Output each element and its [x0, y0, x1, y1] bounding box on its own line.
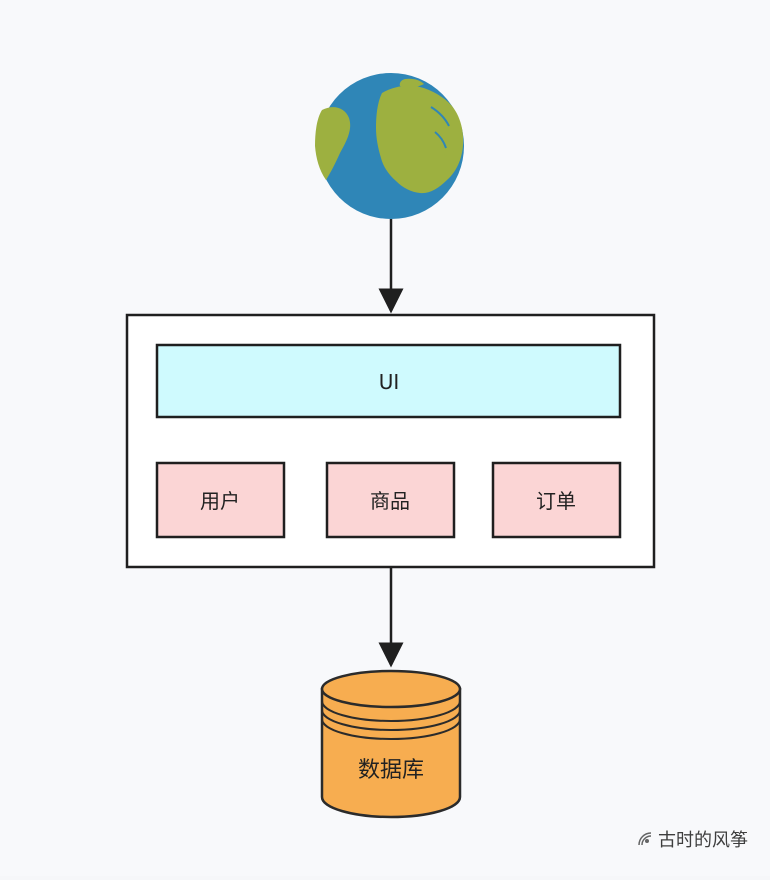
module-label-order: 订单: [536, 489, 576, 513]
module-box-product: [325, 461, 456, 539]
globe-icon: [315, 73, 464, 219]
module-box-order: [491, 461, 622, 539]
module-label-product: 商品: [370, 489, 410, 513]
module-box-user: [155, 461, 286, 539]
watermark: 古时的风筝: [636, 826, 748, 852]
ui-layer-box: [155, 343, 622, 419]
watermark-text: 古时的风筝: [658, 830, 748, 851]
database-icon: [320, 669, 462, 819]
module-label-user: 用户: [200, 489, 240, 513]
ui-layer-label: UI: [379, 370, 400, 394]
database-label: 数据库: [358, 758, 424, 783]
signal-icon: [638, 832, 652, 846]
